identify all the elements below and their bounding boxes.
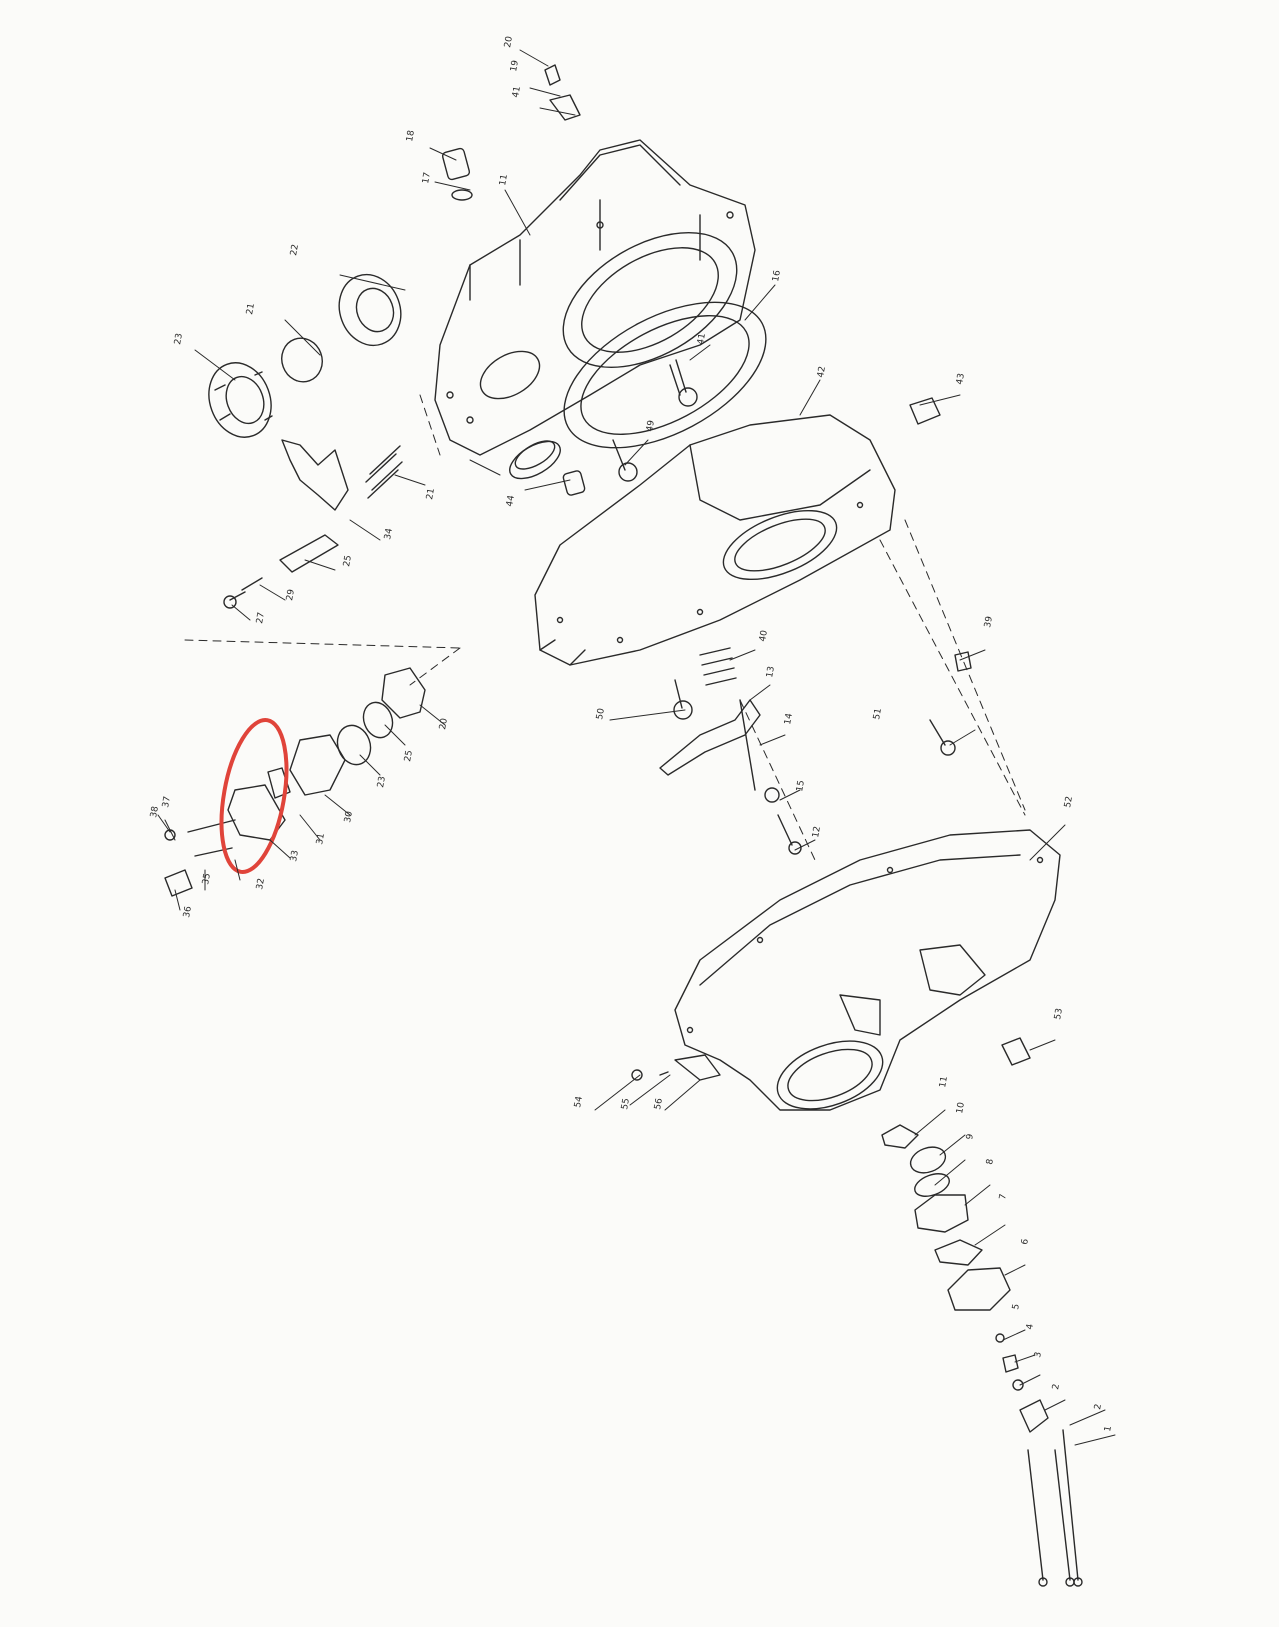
callout-label: 23 <box>173 333 185 346</box>
callout-label: 22 <box>289 244 301 257</box>
callout-label: 56 <box>653 1097 665 1110</box>
callout-label: 38 <box>149 805 161 818</box>
housing-gasket <box>563 301 767 449</box>
callout-label: 19 <box>509 59 521 72</box>
callout-label: 5 <box>1011 1303 1022 1310</box>
callout-label: 51 <box>872 708 884 721</box>
callout-label: 13 <box>765 666 777 679</box>
callout-label: 53 <box>1053 1008 1065 1021</box>
callout-label: 42 <box>816 366 828 379</box>
callout-label: 34 <box>383 527 395 540</box>
callout-label: 20 <box>438 717 450 730</box>
alignment-lines <box>184 394 1026 861</box>
callout-label: 4 <box>1025 1323 1036 1331</box>
callout-label: 25 <box>342 555 354 568</box>
callout-label: 52 <box>1063 796 1075 809</box>
callout-label: 23 <box>376 776 388 789</box>
callout-label: 16 <box>771 269 783 282</box>
callout-label: 29 <box>285 588 297 601</box>
callout-label: 6 <box>1020 1238 1031 1246</box>
middle-housing <box>534 414 896 666</box>
callout-label: 20 <box>503 35 515 48</box>
callout-label: 14 <box>783 712 795 725</box>
callout-label: 11 <box>938 1076 950 1089</box>
misc-small-parts <box>441 64 972 855</box>
left-flange-parts <box>164 667 426 897</box>
left-gear-parts <box>208 273 402 609</box>
callout-label: 30 <box>343 810 355 823</box>
callout-label: 10 <box>955 1101 967 1114</box>
leader-lines <box>157 49 1116 1446</box>
callout-label: 15 <box>795 780 807 793</box>
callout-label: 41 <box>696 333 708 346</box>
callout-label: 41 <box>511 86 523 99</box>
lower-housing <box>674 829 1061 1111</box>
callout-label: 12 <box>811 826 823 839</box>
callout-label: 18 <box>405 129 417 142</box>
callout-label: 40 <box>758 629 770 642</box>
callout-label: 8 <box>985 1158 996 1166</box>
spring-left <box>365 445 403 499</box>
callout-label: 54 <box>573 1095 585 1108</box>
callout-label: 32 <box>255 878 267 891</box>
right-flange-parts <box>881 1124 1083 1587</box>
callout-label: 2 <box>1093 1403 1104 1410</box>
callout-label: 17 <box>421 172 433 185</box>
callout-label: 36 <box>182 905 194 918</box>
upper-housing <box>434 139 756 480</box>
callout-label: 7 <box>998 1193 1009 1200</box>
callout-label: 49 <box>645 419 657 432</box>
callout-label: 35 <box>201 873 213 886</box>
lower-housing-extras <box>631 1037 1031 1081</box>
callout-label: 21 <box>425 488 437 501</box>
callout-label: 44 <box>505 494 517 507</box>
callout-label: 21 <box>245 303 257 316</box>
callout-label: 55 <box>620 1098 632 1111</box>
callout-label: 33 <box>289 850 301 863</box>
callout-label: 39 <box>983 615 995 628</box>
callout-label: 25 <box>403 750 415 763</box>
callout-label: 1 <box>1103 1425 1114 1432</box>
callout-label: 50 <box>595 707 607 720</box>
callout-label: 31 <box>315 833 327 846</box>
callout-label: 27 <box>255 612 267 625</box>
callout-label: 3 <box>1033 1351 1044 1358</box>
callout-label: 43 <box>955 373 967 386</box>
callout-label: 9 <box>965 1133 976 1141</box>
callout-label: 2 <box>1051 1383 1062 1390</box>
callout-label: 11 <box>498 174 510 187</box>
callout-label: 37 <box>161 796 173 809</box>
highlight-ellipse <box>219 717 289 875</box>
